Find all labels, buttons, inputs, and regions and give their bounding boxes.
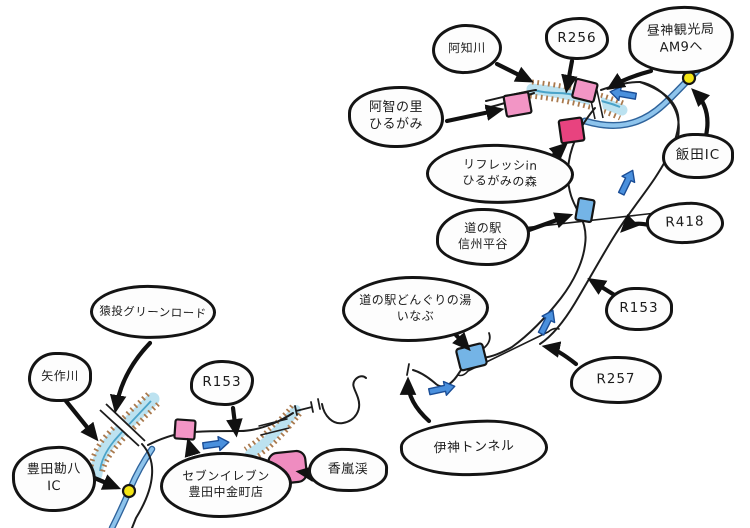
pointer-achi-river	[494, 61, 534, 83]
pointer-sanage-greenroad	[109, 340, 153, 414]
poi-marker-donguri-no-yu	[455, 342, 488, 372]
pointer-r257	[541, 341, 579, 367]
road-tick-pair	[294, 401, 314, 416]
bubble-shinshu-hiraya: 道の駅 信州平谷	[436, 208, 530, 266]
bubble-yahagi-river: 矢作川	[28, 352, 92, 402]
poi-marker-seven-eleven	[173, 418, 197, 441]
direction-arrow-north-1	[617, 169, 636, 196]
poi-marker-shinshu-hiraya	[574, 196, 596, 224]
ic-dot-kanpachi	[121, 483, 137, 499]
poi-marker-refresh-in	[557, 116, 586, 145]
direction-arrow-east-2	[202, 435, 230, 452]
bubble-korankei: 香嵐渓	[307, 446, 389, 494]
pointer-r153-west	[226, 405, 243, 438]
bubble-achi-no-sato: 阿智の里 ひるがみ	[348, 86, 444, 148]
bubble-r256: R256	[545, 17, 609, 60]
pointer-donguri	[452, 331, 471, 352]
road-s-squiggle	[321, 375, 367, 425]
pointer-yahagi-river	[63, 398, 99, 442]
pointer-hirugami-tourist-office	[606, 68, 654, 90]
pointer-ikami-tunnel	[399, 376, 432, 424]
road-end-tick-1	[406, 363, 410, 376]
bubble-seven-eleven: セブンイレブン 豊田中金町店	[160, 452, 292, 518]
poi-marker-achi-no-sato	[502, 91, 533, 118]
bubble-r153-east: R153	[605, 287, 673, 331]
pointer-r256	[561, 58, 578, 94]
korankei-river-drawing	[243, 404, 302, 460]
direction-arrow-east-1	[427, 380, 456, 396]
direction-arrow-north-2	[537, 309, 556, 336]
pointer-shinshu-hiraya	[526, 212, 574, 233]
pointer-seven-eleven	[184, 437, 201, 458]
bubble-kanpachi-ic: 豊田勘八 IC	[11, 445, 97, 513]
bubble-donguri-no-yu: 道の駅どんぐりの湯 いなぶ	[342, 276, 489, 342]
bubble-r153-west: R153	[190, 360, 254, 406]
bubble-iida-ic: 飯田IC	[662, 133, 734, 179]
yahagi-river-drawing	[88, 392, 160, 481]
road-hook-stub	[483, 332, 491, 349]
road-end-tick-2	[317, 398, 321, 410]
poi-marker-hirugami-tourist-office	[571, 77, 599, 104]
road-r153-curve	[539, 81, 680, 345]
direction-arrows	[202, 85, 638, 452]
road-south-from-bridge	[131, 443, 154, 528]
pointer-achi-no-sato	[444, 104, 505, 124]
korankei-bridge-lines	[258, 418, 290, 436]
